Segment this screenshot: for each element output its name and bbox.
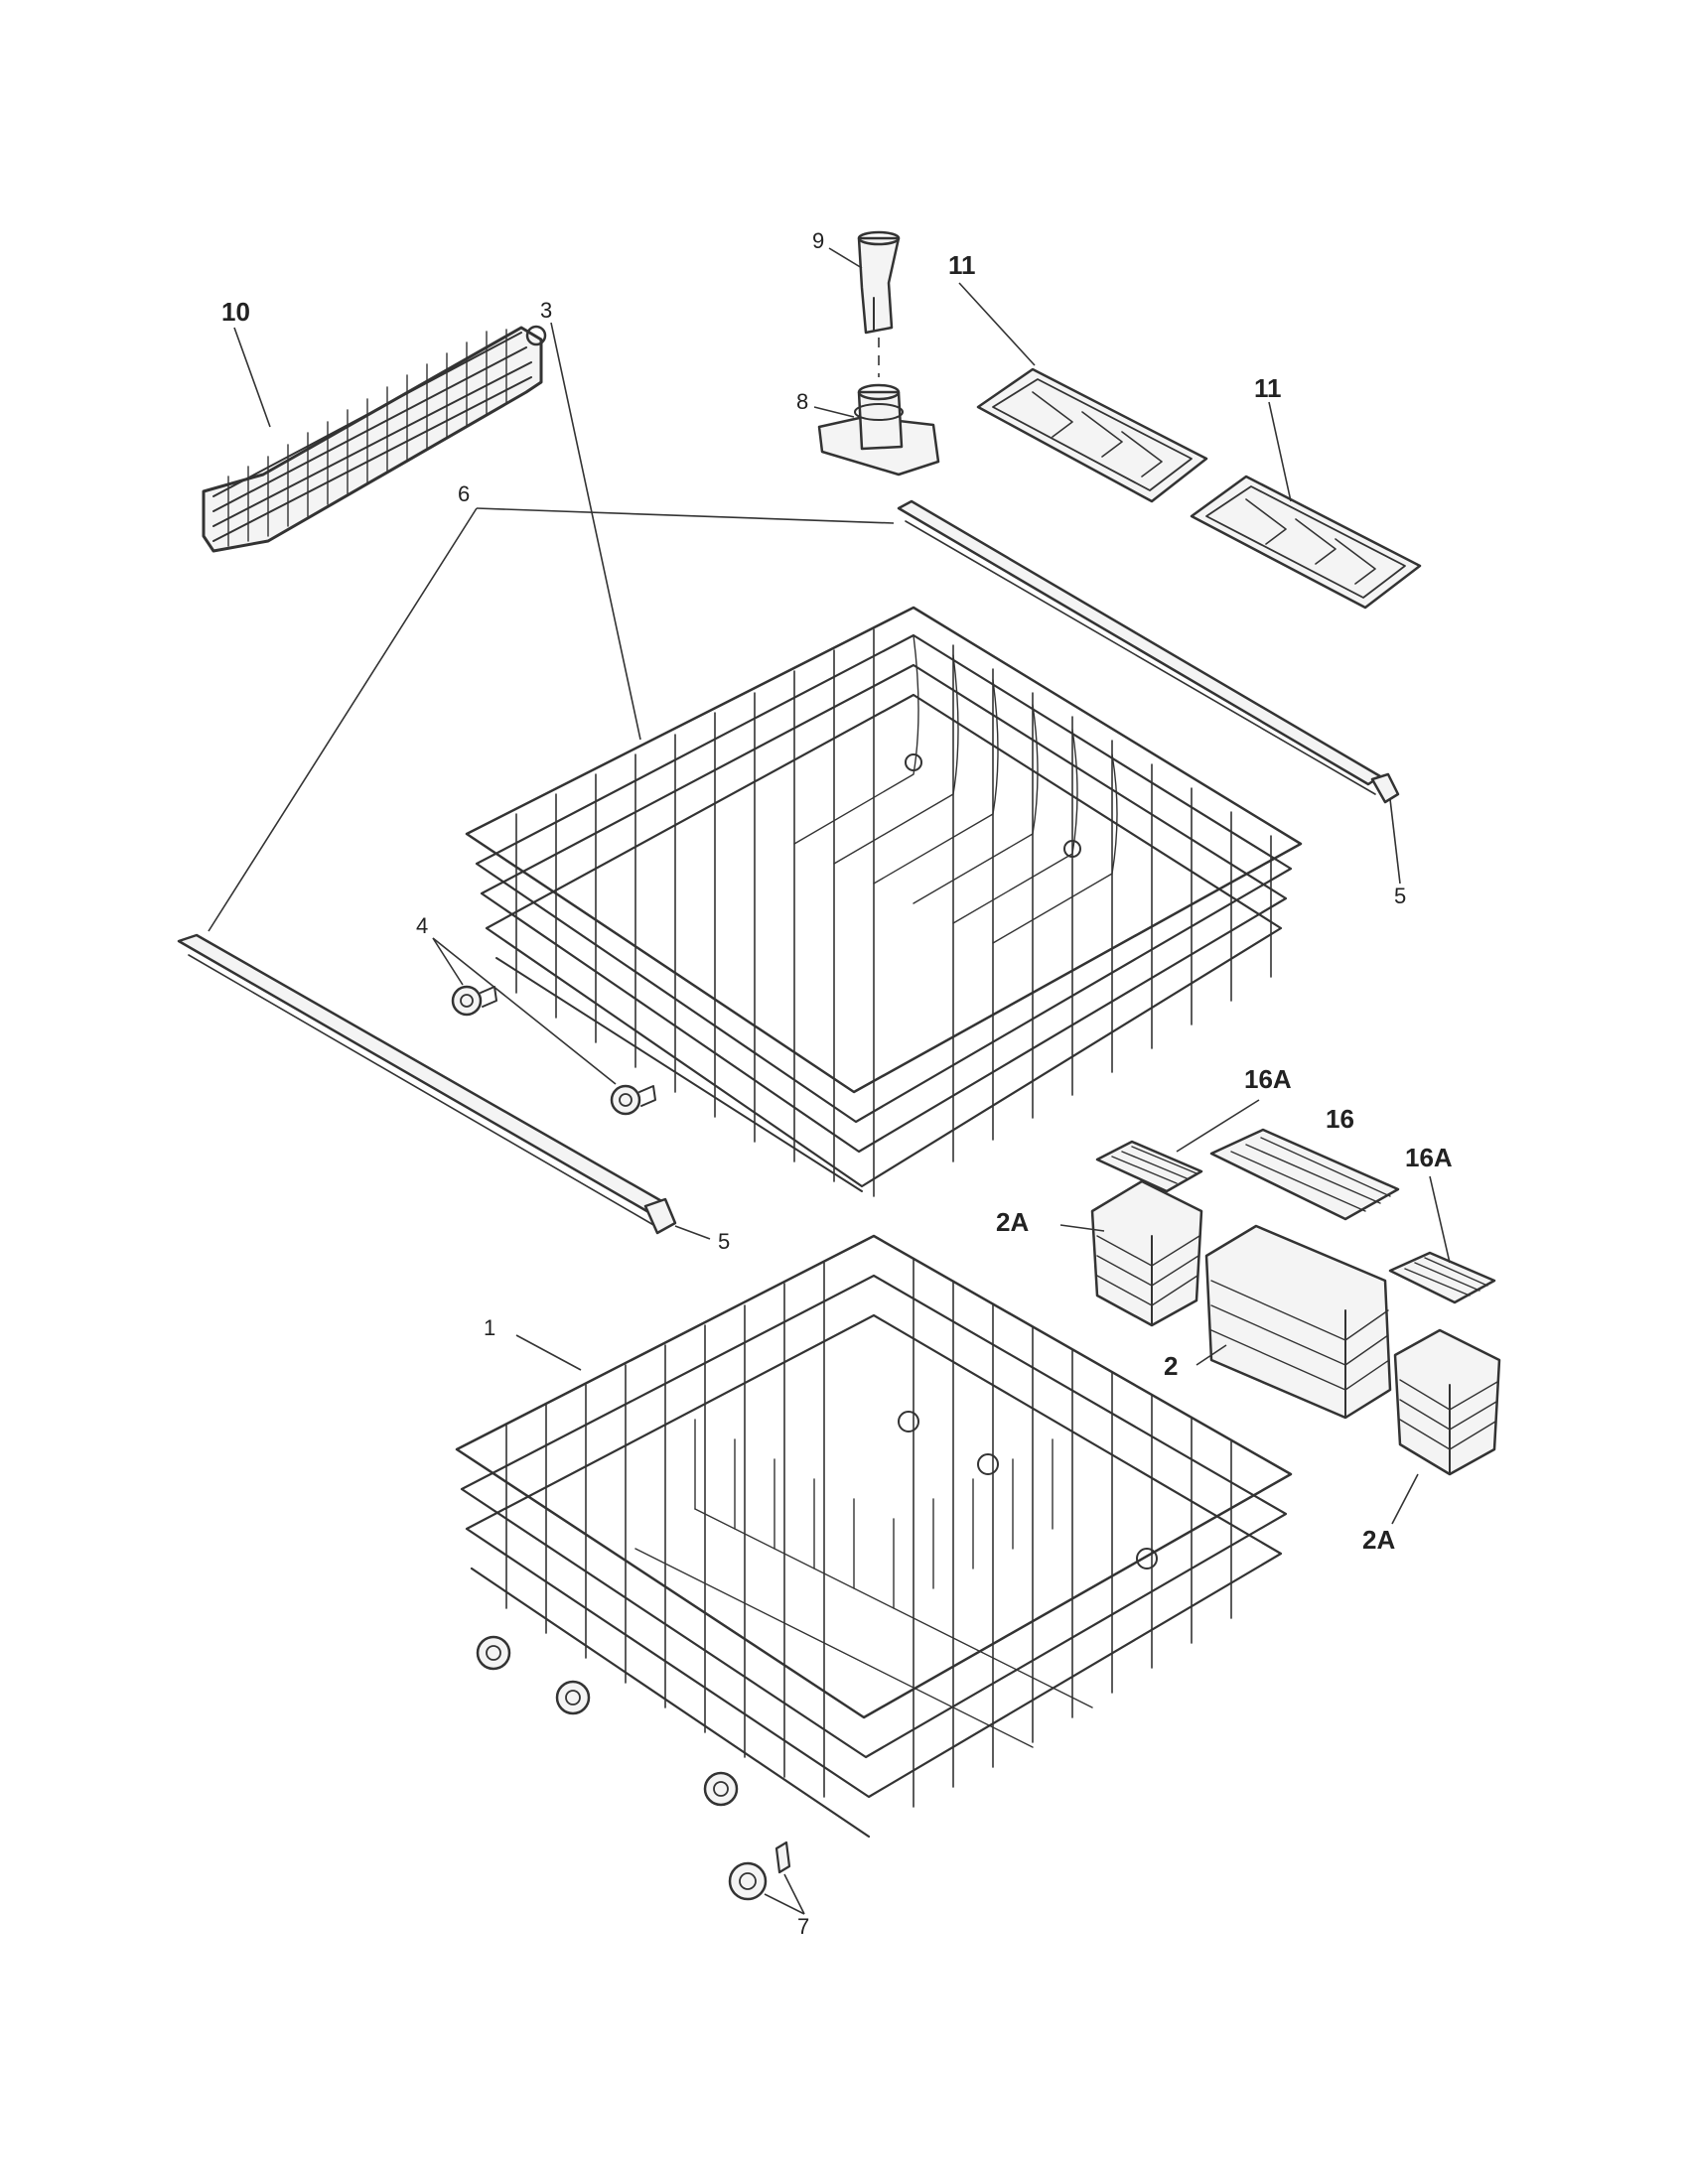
part-10-silverware-basket <box>202 325 547 553</box>
part-16-cover-center <box>1209 1128 1400 1221</box>
label-8: 8 <box>796 389 808 414</box>
label-5-bottom: 5 <box>718 1229 730 1254</box>
part-6-rail-left <box>177 933 667 1227</box>
label-1: 1 <box>484 1315 495 1340</box>
part-7-axle-clip <box>774 1841 791 1874</box>
label-3: 3 <box>540 298 552 323</box>
label-10: 10 <box>221 297 250 327</box>
part-5-end-cap-top <box>1370 772 1400 804</box>
part-1-lower-rack <box>455 1234 1293 1839</box>
label-16: 16 <box>1326 1104 1354 1134</box>
label-11-left: 11 <box>948 250 976 280</box>
label-4: 4 <box>416 913 428 938</box>
label-6: 6 <box>458 481 470 506</box>
part-4-wheel-b <box>610 1084 656 1116</box>
label-7: 7 <box>797 1914 809 1939</box>
part-11-rack-cover-upper <box>976 367 1208 503</box>
part-3-upper-rack <box>465 606 1303 1197</box>
part-2-basket-center <box>1204 1224 1392 1420</box>
label-2A-left: 2A <box>996 1207 1029 1237</box>
part-16A-cover-left <box>1095 1140 1203 1193</box>
label-2: 2 <box>1164 1351 1178 1381</box>
label-5-top: 5 <box>1394 884 1406 908</box>
label-9: 9 <box>812 228 824 253</box>
part-2A-basket-right <box>1393 1328 1501 1476</box>
part-5-end-cap-bottom <box>643 1197 677 1235</box>
part-7-wheel-3 <box>703 1771 739 1807</box>
part-7-wheel-1 <box>476 1635 511 1671</box>
part-7-wheel-2 <box>555 1680 591 1715</box>
label-16A-right: 16A <box>1405 1143 1453 1172</box>
leader-lines <box>208 247 1451 1915</box>
label-16A-left: 16A <box>1244 1064 1292 1094</box>
part-8-mount <box>817 383 940 477</box>
part-4-wheel-a <box>451 985 497 1017</box>
label-2A-right: 2A <box>1362 1525 1395 1555</box>
part-9-connector <box>857 230 901 335</box>
label-11-right: 11 <box>1254 373 1282 403</box>
part-2A-basket-left <box>1090 1179 1203 1327</box>
part-16A-cover-right <box>1388 1251 1496 1304</box>
part-7-wheel-loose <box>728 1861 768 1901</box>
part-11-rack-cover-lower <box>1190 475 1422 610</box>
